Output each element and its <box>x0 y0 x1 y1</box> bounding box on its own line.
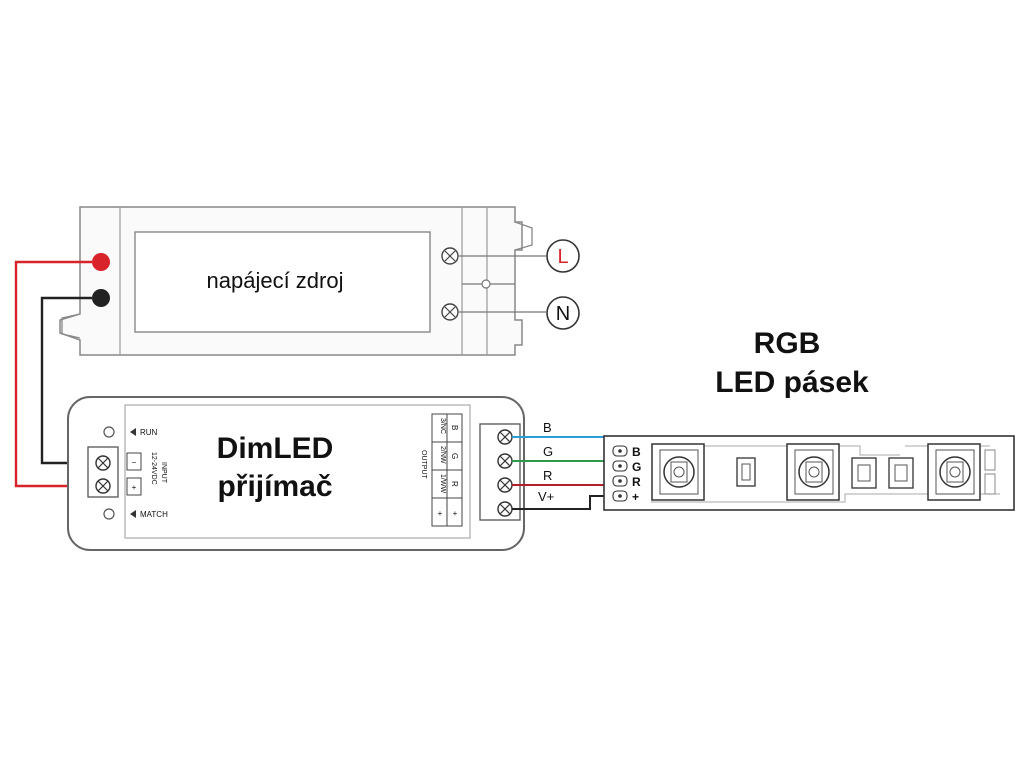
output-channel-2: 2/NW <box>439 446 446 464</box>
strip-pad-plus: + <box>612 490 639 504</box>
receiver-output-screw-vplus <box>497 501 513 517</box>
output-channel-3: 3/NC <box>439 418 446 434</box>
match-label: MATCH <box>140 510 168 519</box>
output-color-r: R <box>450 481 459 487</box>
match-indicator <box>103 508 115 520</box>
strip-pad-label-r: R <box>632 475 641 489</box>
wire-label-g: G <box>543 444 553 459</box>
receiver-output-screw-r <box>497 477 513 493</box>
strip-pad-r: R <box>612 475 641 489</box>
input-voltage: 12-24VDC <box>150 452 157 485</box>
wire-red <box>512 480 618 486</box>
led-chip <box>786 443 840 501</box>
psu-screw-terminal-n <box>441 303 459 321</box>
output-color-b: B <box>450 425 459 430</box>
psu-screw-terminal-l <box>441 247 459 265</box>
output-plus-a: + <box>438 509 443 518</box>
resistor <box>736 457 756 487</box>
terminal-l-circle: L <box>546 239 580 273</box>
led-chip <box>651 443 705 501</box>
receiver-output-screw-b <box>497 429 513 445</box>
wire-label-vplus: V+ <box>538 489 554 504</box>
receiver-face-panel <box>124 404 471 539</box>
receiver-title-line1: DimLED <box>217 432 334 465</box>
led-strip: B G R + <box>603 435 1015 511</box>
wire-label-r: R <box>543 468 552 483</box>
wire-positive-red <box>14 260 95 488</box>
strip-title-line2: LED pásek <box>715 366 869 399</box>
psu-negative-terminal <box>92 289 110 307</box>
terminal-n-label: N <box>556 303 570 325</box>
receiver: RUN MATCH − + 12-24VDC INPUT DimLED přij… <box>67 396 525 551</box>
run-indicator <box>103 426 115 438</box>
strip-pad-b: B <box>612 445 641 459</box>
wire-label-b: B <box>543 420 552 435</box>
power-supply-label: napájecí zdroj <box>207 268 344 293</box>
run-label: RUN <box>140 428 158 437</box>
output-color-g: G <box>450 453 459 459</box>
receiver-input-screw-negative <box>95 455 111 471</box>
resistor <box>888 457 914 489</box>
terminal-n-circle: N <box>546 296 580 330</box>
input-minus: − <box>132 458 137 467</box>
strip-pad-label-plus: + <box>632 490 639 504</box>
strip-title-line1: RGB <box>754 327 821 360</box>
receiver-input-screw-positive <box>95 478 111 494</box>
power-supply-bracket-left <box>61 313 81 339</box>
wire-blue <box>512 436 618 452</box>
psu-ground-junction <box>481 279 491 289</box>
strip-pad-label-g: G <box>632 460 641 474</box>
input-label: INPUT <box>160 462 167 484</box>
wire-green <box>512 460 618 467</box>
strip-pad-g: G <box>612 460 641 474</box>
terminal-l-label: L <box>557 246 568 268</box>
strip-pad-label-b: B <box>632 445 641 459</box>
receiver-title-line2: přijímač <box>217 470 332 503</box>
led-chip <box>927 443 981 501</box>
wire-vplus-black <box>512 495 618 510</box>
output-table: 3/NC 2/NW 1/WW B G R + + OUTPUT <box>420 413 463 527</box>
power-supply-bracket-top <box>514 221 533 251</box>
receiver-output-screw-g <box>497 453 513 469</box>
power-supply: napájecí zdroj L N <box>59 206 580 356</box>
psu-positive-terminal <box>92 253 110 271</box>
input-plus: + <box>132 483 137 492</box>
output-channel-1: 1/WW <box>439 474 446 493</box>
resistor <box>851 457 877 489</box>
output-plus-b: + <box>453 509 458 518</box>
power-supply-label-panel <box>134 231 431 333</box>
output-label: OUTPUT <box>420 450 427 480</box>
